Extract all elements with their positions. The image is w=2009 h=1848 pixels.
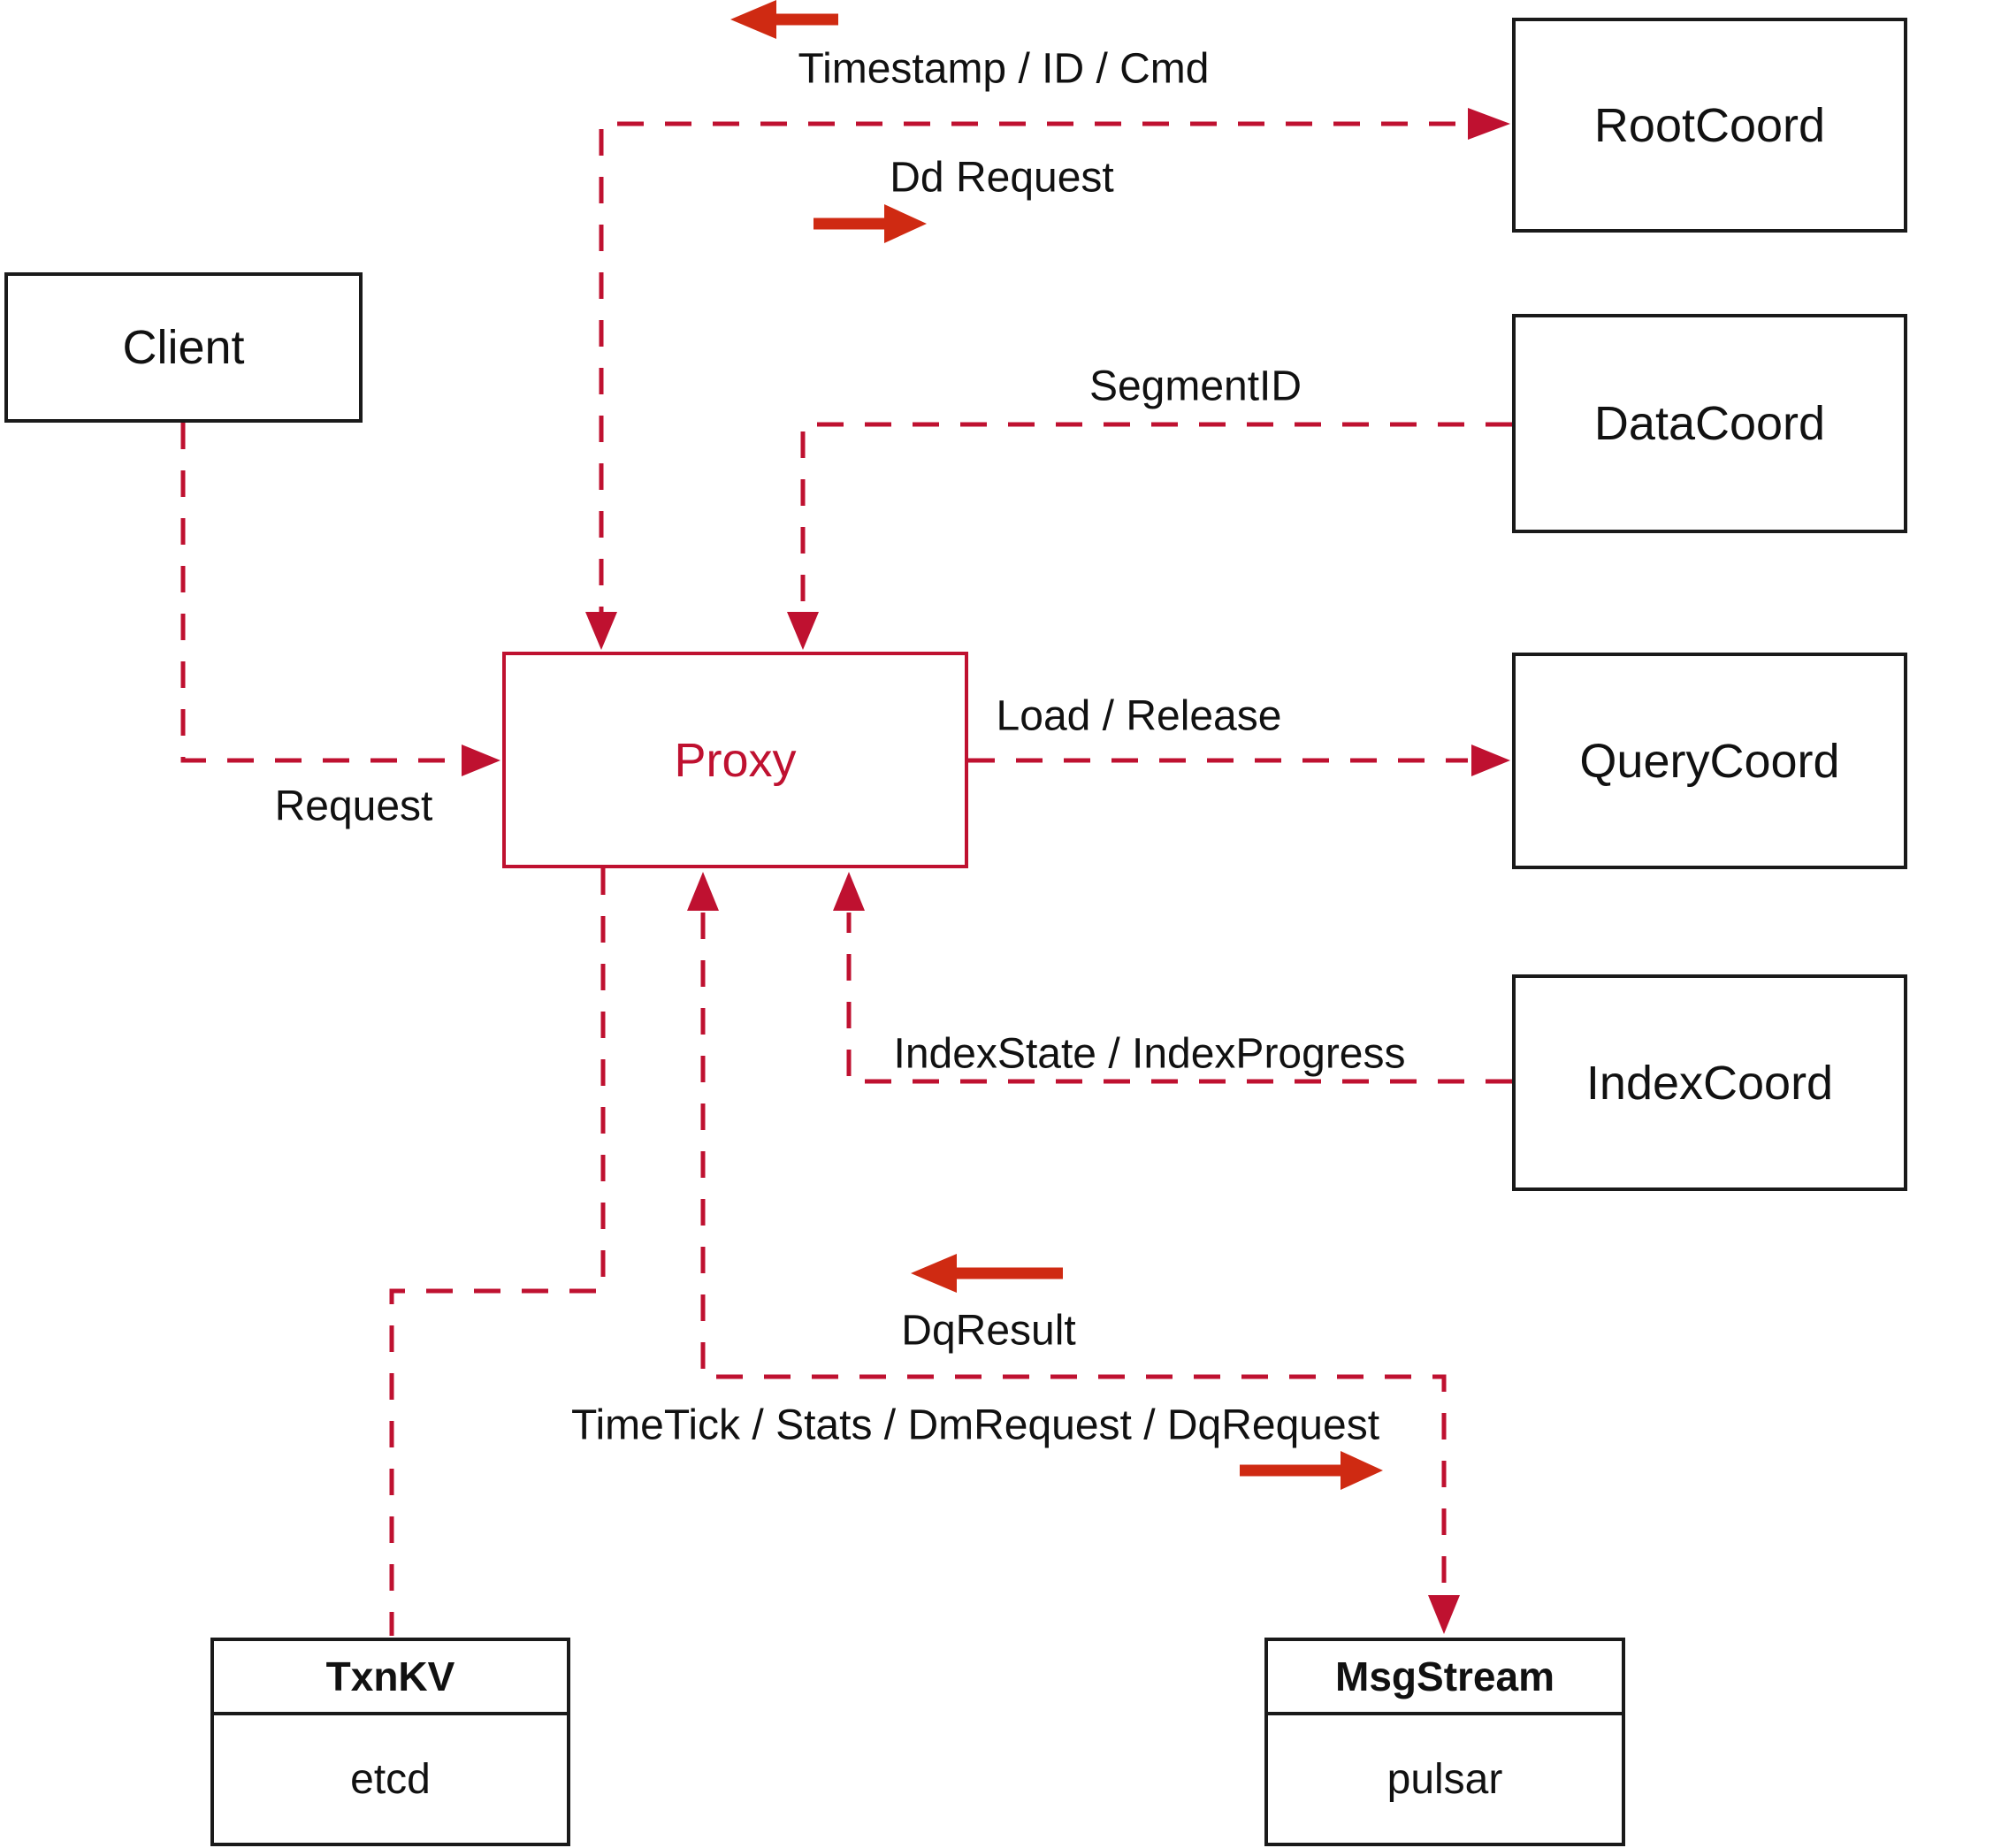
client-node: Client [4, 272, 363, 423]
edge-label-dd-request: Dd Request [890, 154, 1114, 202]
edge-label-load-release: Load / Release [996, 692, 1282, 740]
datacoord-node-label: DataCoord [1593, 397, 1826, 450]
querycoord-node: QueryCoord [1512, 653, 1907, 869]
rootcoord-node-label: RootCoord [1593, 98, 1826, 152]
arrowhead-into-proxy-top-left-icon [585, 612, 617, 650]
datacoord-node: DataCoord [1512, 314, 1907, 533]
arrowhead-into-querycoord-icon [1471, 745, 1510, 776]
edge-label-segment-id: SegmentID [1089, 363, 1302, 410]
msgstream-node-subtitle: pulsar [1386, 1755, 1503, 1803]
arrowhead-into-proxy-left-icon [462, 745, 500, 776]
timestamp-direction-left-arrow-icon [730, 0, 838, 39]
rootcoord-proxy-line [599, 121, 1503, 619]
indexcoord-node-label: IndexCoord [1585, 1056, 1834, 1110]
msgstream-node-title: MsgStream [1268, 1641, 1622, 1715]
indexcoord-node: IndexCoord [1512, 974, 1907, 1191]
dd-request-direction-right-arrow-icon [814, 204, 927, 243]
edge-label-index-state: IndexState / IndexProgress [893, 1030, 1406, 1078]
proxy-node: Proxy [502, 652, 968, 868]
proxy-node-label: Proxy [674, 733, 797, 787]
msgstream-node: MsgStream pulsar [1264, 1638, 1625, 1846]
arrowhead-into-rootcoord-icon [1468, 108, 1510, 140]
rootcoord-node: RootCoord [1512, 18, 1907, 233]
edge-label-dq-result: DqResult [901, 1307, 1076, 1355]
client-proxy-line [180, 423, 458, 763]
edge-label-request: Request [274, 783, 433, 830]
arrowhead-into-msgstream-icon [1428, 1595, 1460, 1634]
indexcoord-proxy-line [846, 913, 1512, 1084]
proxy-msgstream-line [700, 913, 1447, 1593]
txnkv-node-title: TxnKV [214, 1641, 567, 1715]
txnkv-node: TxnKV etcd [210, 1638, 570, 1846]
arrowhead-into-proxy-top-right-icon [787, 612, 819, 650]
dqresult-direction-left-arrow-icon [911, 1254, 1063, 1293]
edge-label-timestamp: Timestamp / ID / Cmd [798, 45, 1210, 93]
querycoord-node-label: QueryCoord [1579, 734, 1840, 788]
proxy-txnkv-line [389, 868, 606, 1636]
arrowhead-into-proxy-bottom-left-icon [687, 872, 719, 911]
datacoord-proxy-line [800, 422, 1512, 619]
arrowhead-into-proxy-bottom-right-icon [833, 872, 865, 911]
client-node-label: Client [122, 321, 245, 374]
edge-label-time-tick: TimeTick / Stats / DmRequest / DqRequest [570, 1401, 1380, 1449]
txnkv-node-subtitle: etcd [350, 1755, 431, 1803]
timetick-direction-right-arrow-icon [1240, 1451, 1383, 1490]
